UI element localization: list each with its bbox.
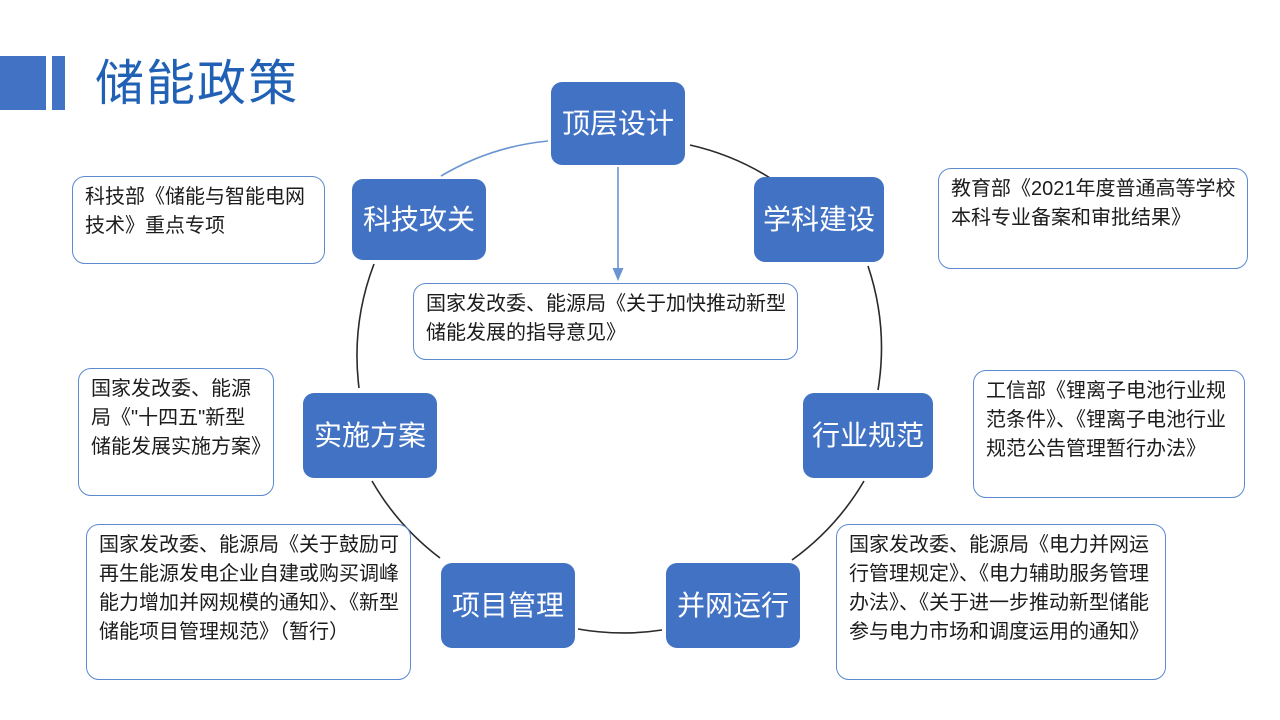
callout-project-management: 国家发改委、能源局《关于鼓励可再生能源发电企业自建或购买调峰能力增加并网规模的通… [86,524,411,680]
callout-grid-operation: 国家发改委、能源局《电力并网运行管理规定》、《电力辅助服务管理办法》、《关于进一… [836,524,1166,680]
cycle-node-industry-standard[interactable]: 行业规范 [803,393,933,478]
cycle-node-tech-research[interactable]: 科技攻关 [352,179,486,260]
cycle-node-implementation[interactable]: 实施方案 [303,393,437,478]
arc-discipline-to-standard [867,265,883,391]
callout-industry-standard: 工信部《锂离子电池行业规范条件》、《锂离子电池行业规范公告管理暂行办法》 [973,370,1245,498]
arc-research-to-top [440,140,549,177]
cycle-node-project-management[interactable]: 项目管理 [441,563,575,648]
page-title: 储能政策 [95,57,300,111]
callout-top-design: 国家发改委、能源局《关于加快推动新型储能发展的指导意见》 [413,283,798,360]
arc-grid-to-project [577,628,663,634]
callout-discipline: 教育部《2021年度普通高等学校本科专业备案和审批结果》 [938,168,1248,269]
arrow-head-top-to-callout [612,268,624,281]
title-accent-bar-wide [0,56,46,110]
callout-implementation: 国家发改委、能源局《"十四五"新型储能发展实施方案》 [78,368,274,496]
cycle-node-grid-operation[interactable]: 并网运行 [666,563,800,648]
cycle-node-top-design[interactable]: 顶层设计 [551,82,685,165]
callout-tech-research: 科技部《储能与智能电网技术》重点专项 [72,176,325,264]
cycle-node-discipline[interactable]: 学科建设 [754,177,884,262]
arc-implementation-to-research [356,263,375,389]
title-accent-bar-thin [52,56,65,110]
